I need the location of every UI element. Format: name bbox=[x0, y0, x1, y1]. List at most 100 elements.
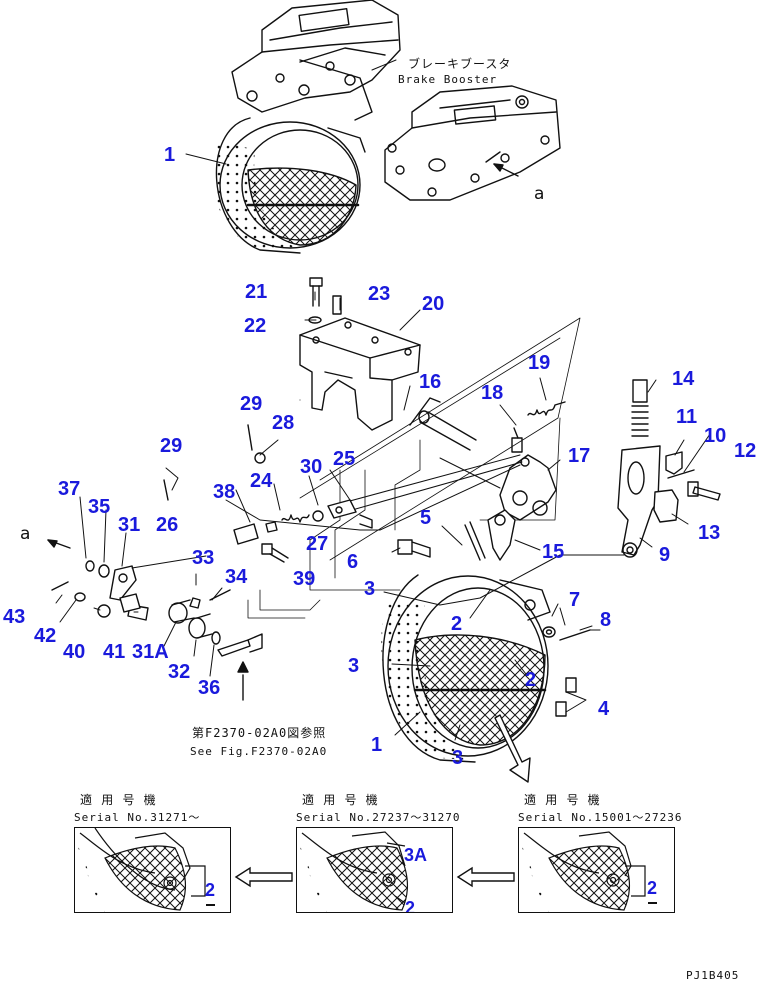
panel-3-callout-2: 2 bbox=[647, 878, 658, 898]
callout-3-a: 3 bbox=[364, 578, 376, 600]
serial-panel-3: 2 bbox=[518, 827, 675, 913]
callout-42: 42 bbox=[34, 625, 57, 647]
washer-37-drawing bbox=[85, 560, 95, 572]
clevis-31-drawing bbox=[109, 565, 137, 601]
callout-40: 40 bbox=[63, 641, 86, 663]
serial-panel-1: 2 bbox=[74, 827, 231, 913]
callout-16: 16 bbox=[419, 371, 442, 393]
callout-31: 31 bbox=[118, 514, 141, 536]
leader-lines bbox=[55, 377, 711, 741]
block-11-drawing bbox=[665, 451, 683, 475]
see-figure-label-jp: 第F2370-02A0図参照 bbox=[192, 726, 327, 740]
panel-1-applies-label: 適 用 号 機 bbox=[80, 793, 157, 807]
pin-29-top-drawing bbox=[247, 424, 253, 451]
brake-booster-housing-drawing bbox=[231, 0, 401, 121]
callout-31a: 31A bbox=[132, 641, 169, 663]
callout-29-left: 29 bbox=[160, 435, 183, 457]
callout-29-top: 29 bbox=[240, 393, 263, 415]
callout-24: 24 bbox=[250, 470, 273, 492]
drawing-code: PJ1B405 bbox=[686, 969, 740, 982]
callout-3-c: 3 bbox=[452, 747, 464, 769]
callout-25: 25 bbox=[333, 448, 356, 470]
panel-2-band-detail bbox=[297, 831, 408, 912]
plate-10-drawing bbox=[667, 469, 695, 479]
rod-linkage-drawing bbox=[334, 454, 523, 513]
brake-band-top-drawing bbox=[213, 117, 366, 254]
serial-panel-2: 3A 2 bbox=[296, 827, 453, 913]
leader-lines-top bbox=[185, 59, 421, 331]
panel-3-serial: Serial No.15001～27236 bbox=[518, 811, 683, 824]
nut-30-drawing bbox=[312, 510, 324, 522]
callout-3-b: 3 bbox=[348, 655, 360, 677]
washer-36-drawing bbox=[211, 631, 221, 645]
spring-19-drawing bbox=[527, 401, 566, 416]
see-figure-label-en: See Fig.F2370-02A0 bbox=[190, 745, 328, 758]
washer-22-drawing bbox=[308, 316, 322, 324]
bushing-32-drawing bbox=[188, 613, 213, 639]
pin-43-drawing bbox=[51, 581, 69, 591]
washer-7-drawing bbox=[542, 626, 556, 638]
callout-22: 22 bbox=[244, 315, 267, 337]
panel-3-applies-label: 適 用 号 機 bbox=[524, 793, 601, 807]
callout-38: 38 bbox=[213, 481, 236, 503]
callout-9: 9 bbox=[659, 544, 671, 566]
callout-13: 13 bbox=[698, 522, 721, 544]
bolt-27-drawing bbox=[359, 514, 373, 529]
callout-1-bottom: 1 bbox=[371, 734, 383, 756]
lever-31-body-drawing bbox=[119, 593, 141, 613]
pin-16-drawing bbox=[409, 397, 477, 451]
panel-1-serial: Serial No.31271～ bbox=[74, 811, 201, 824]
callout-43: 43 bbox=[3, 606, 26, 628]
rod-end-25-drawing bbox=[327, 499, 357, 519]
callout-41: 41 bbox=[103, 641, 126, 663]
callout-36: 36 bbox=[198, 677, 221, 699]
callout-34: 34 bbox=[225, 566, 248, 588]
panel-2-callout-3a: 3A bbox=[404, 845, 428, 865]
callout-6: 6 bbox=[347, 551, 359, 573]
callout-27: 27 bbox=[306, 533, 329, 555]
callout-14: 14 bbox=[672, 368, 695, 390]
view-a-label-top: a bbox=[534, 184, 545, 204]
callout-26: 26 bbox=[156, 514, 179, 536]
washer-28-drawing bbox=[254, 452, 266, 464]
bolt-21-drawing bbox=[309, 277, 323, 307]
brake-booster-label-en: Brake Booster bbox=[398, 73, 498, 86]
callout-37: 37 bbox=[58, 478, 81, 500]
callout-35: 35 bbox=[88, 496, 111, 518]
brake-booster-housing-view-a-drawing bbox=[384, 85, 561, 201]
callout-18: 18 bbox=[481, 382, 504, 404]
callout-11: 11 bbox=[676, 406, 698, 428]
washer-40-drawing bbox=[97, 604, 111, 618]
callout-8: 8 bbox=[600, 609, 612, 631]
nut-38-drawing bbox=[265, 521, 278, 533]
panel-3-band-detail bbox=[519, 831, 646, 912]
bolt-6-drawing bbox=[397, 539, 431, 558]
brake-booster-label-jp: ブレーキブースタ bbox=[408, 57, 512, 71]
callout-10: 10 bbox=[704, 425, 727, 447]
callout-30: 30 bbox=[300, 456, 323, 478]
callout-1-top: 1 bbox=[164, 144, 176, 166]
panel-2-callout-2: 2 bbox=[405, 898, 416, 913]
callout-39: 39 bbox=[293, 568, 316, 590]
bolt-5-drawing bbox=[464, 521, 486, 561]
pin-29-left-drawing bbox=[163, 479, 169, 501]
bolt-33-drawing bbox=[189, 597, 201, 609]
pins-4-drawing bbox=[555, 677, 577, 717]
pin-23-drawing bbox=[332, 295, 342, 315]
spring-24-drawing bbox=[281, 514, 310, 523]
bracket-20-drawing bbox=[299, 317, 421, 431]
pin-8-drawing bbox=[559, 629, 591, 641]
callout-2-b: 2 bbox=[525, 669, 537, 691]
link-15-drawing bbox=[487, 509, 516, 561]
sleeve-31a-drawing bbox=[168, 599, 195, 624]
callout-28: 28 bbox=[272, 412, 295, 434]
arrow-left-icon bbox=[234, 866, 293, 888]
callout-4: 4 bbox=[598, 698, 610, 720]
adjuster-14-drawing bbox=[631, 379, 649, 437]
bolt-41-drawing bbox=[127, 604, 149, 621]
panel-2-applies-label: 適 用 号 機 bbox=[302, 793, 379, 807]
callout-2-a: 2 bbox=[451, 613, 463, 635]
callout-5: 5 bbox=[420, 507, 432, 529]
